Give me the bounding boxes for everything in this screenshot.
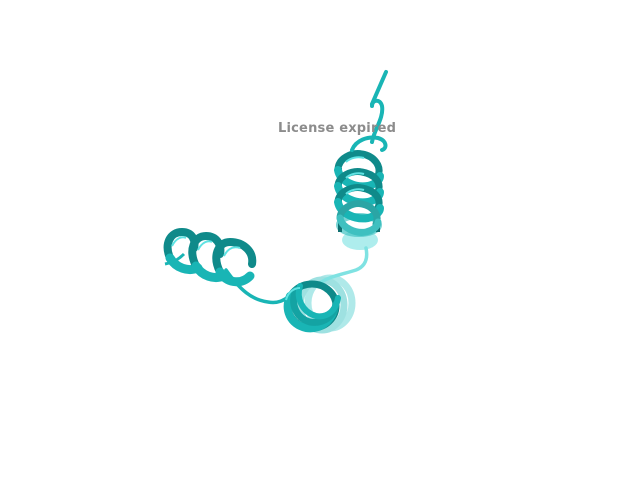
helix-middle xyxy=(283,280,341,333)
helix-left xyxy=(163,227,257,287)
helix-vertical xyxy=(334,70,388,236)
loop-h2-h3 xyxy=(318,246,369,285)
license-expired-watermark: License expired xyxy=(278,121,397,136)
